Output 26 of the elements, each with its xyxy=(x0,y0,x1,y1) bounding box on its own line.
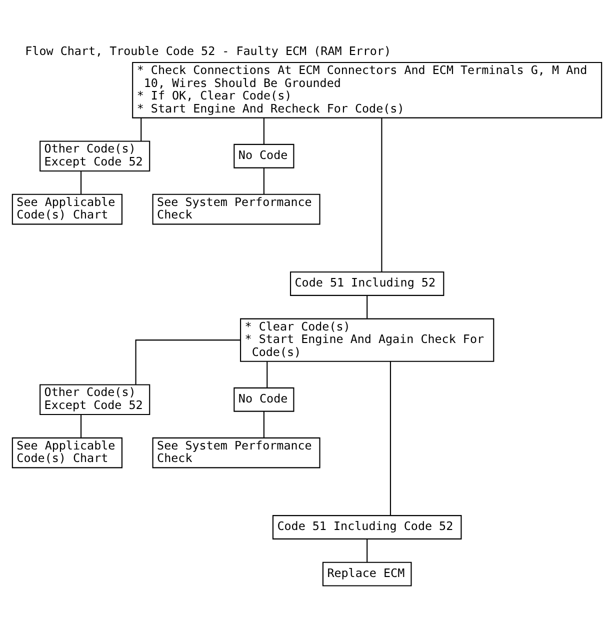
connector xyxy=(366,538,368,562)
node-box: Other Code(s) Except Code 52 xyxy=(40,384,150,415)
node-box: Replace ECM xyxy=(322,561,412,586)
diagram-title: Flow Chart, Trouble Code 52 - Faulty ECM (RAM Error) xyxy=(25,43,392,58)
node-box: No Code xyxy=(234,386,294,412)
connector xyxy=(263,118,264,144)
connector xyxy=(140,118,142,141)
node-box: No Code xyxy=(234,143,294,168)
node-box: Code 51 Including Code 52 xyxy=(272,514,462,539)
node-box: Code 51 Including 52 xyxy=(290,271,444,296)
connector xyxy=(390,361,392,515)
connector xyxy=(366,295,368,318)
node-box: See Applicable Code(s) Chart xyxy=(12,436,122,468)
connector xyxy=(80,170,82,194)
connector xyxy=(80,414,82,438)
connector xyxy=(381,117,382,272)
node-box: See System Performance Check xyxy=(152,193,320,224)
node-box: * Clear Code(s) * Start Engine And Again Check For Code(s) xyxy=(240,318,494,362)
node-box: * Check Connections At ECM Connectors And ECM Terminals G, M And 10, Wires Should Be Grounded * If OK, Clear Code(s) * Start Engine And Recheck For Code(s) xyxy=(132,62,602,118)
node-box: See System Performance Check xyxy=(152,436,320,468)
node-box: Other Code(s) Except Code 52 xyxy=(40,140,150,172)
node-box: See Applicable Code(s) Chart xyxy=(12,193,122,224)
connector xyxy=(266,361,268,388)
connector xyxy=(135,339,240,384)
connector xyxy=(263,410,264,438)
connector xyxy=(263,167,264,194)
